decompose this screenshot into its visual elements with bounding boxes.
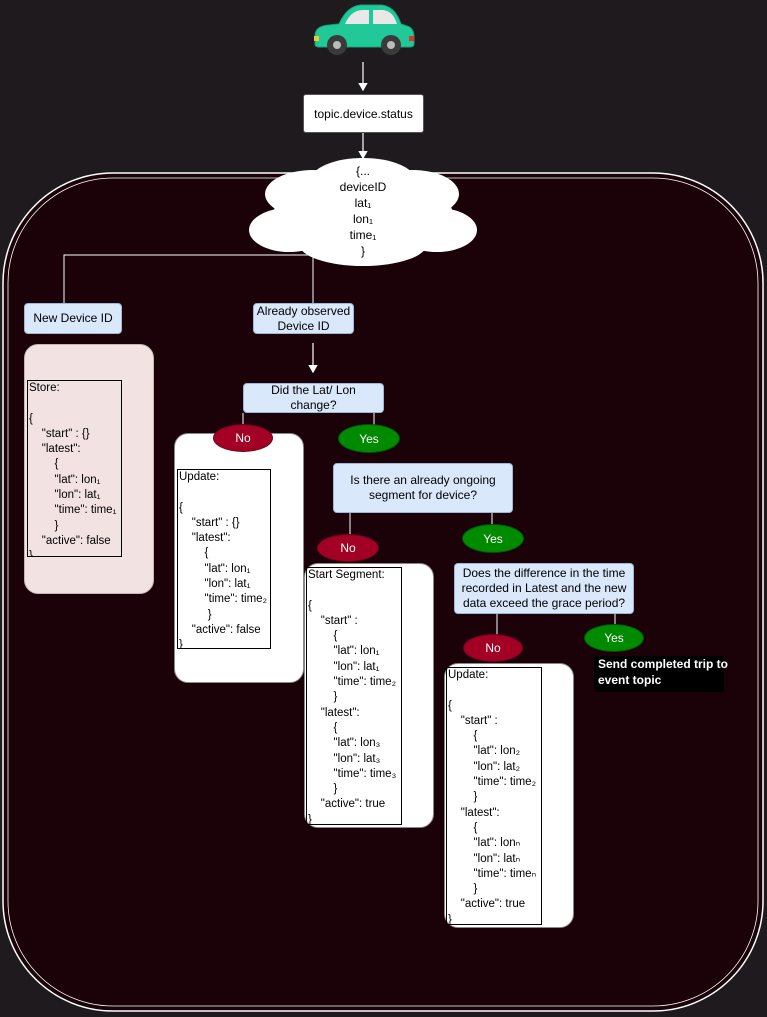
new-device-box: New Device ID — [24, 303, 122, 334]
update-json-2: Update: { "start" : { "lat": lon₂ "lon":… — [446, 667, 542, 925]
cloud-payload: {... deviceID lat₁ lon₁ time₁ } — [339, 164, 387, 258]
store-json: Store: { "start" : {} "latest": { "lat":… — [27, 380, 122, 557]
yes-pill-grace: Yes — [584, 624, 644, 652]
car-icon — [314, 4, 415, 55]
update-panel-2 — [444, 663, 574, 928]
latlon-question: Did the Lat/ Lon change? — [243, 383, 384, 413]
cloud-shape — [249, 158, 477, 266]
topic-box: topic.device.status — [303, 94, 424, 133]
send-trip-label: Send completed trip to event topic — [594, 656, 728, 692]
start-segment-json: Start Segment: { "start" : { "lat": lon₁… — [306, 567, 402, 825]
no-pill-grace: No — [463, 634, 523, 662]
yes-pill-latlon: Yes — [338, 424, 400, 453]
already-observed-box: Already observed Device ID — [253, 303, 354, 334]
update-json-1: Update: { "start" : {} "latest": { "lat"… — [177, 469, 271, 649]
no-pill-latlon: No — [213, 424, 273, 452]
no-pill-segment: No — [317, 534, 379, 562]
grace-question: Does the difference in the time recorded… — [454, 563, 634, 614]
store-panel — [24, 344, 154, 594]
start-segment-panel — [304, 563, 434, 828]
yes-pill-segment: Yes — [462, 524, 524, 553]
segment-question: Is there an already ongoing segment for … — [333, 463, 513, 513]
